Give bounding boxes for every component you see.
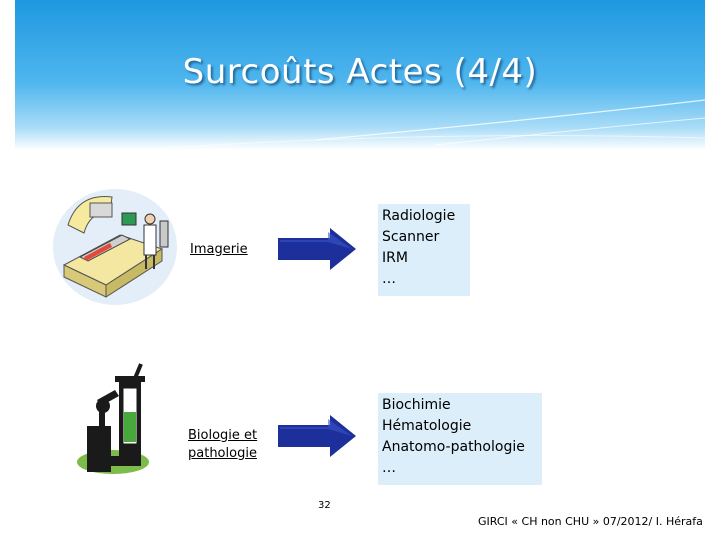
list-item: Radiologie [382, 208, 456, 224]
page-number: 32 [318, 500, 331, 511]
list-item: Scanner [382, 229, 440, 245]
row-label-imagerie: Imagerie [190, 242, 248, 257]
row-label-biologie: Biologie et pathologie [188, 427, 257, 463]
footer-text: GIRCI « CH non CHU » 07/2012/ I. Hérafa [478, 515, 703, 528]
list-item: IRM [382, 250, 408, 266]
radiology-scanner-clipart [53, 189, 177, 305]
list-item: Biochimie [382, 397, 451, 413]
imaging-list-box: Radiologie Scanner IRM … [378, 204, 470, 296]
list-item: … [382, 271, 396, 287]
list-item: Hématologie [382, 418, 472, 434]
slide-title: Surcoûts Actes (4/4) [182, 52, 538, 92]
header-banner [15, 0, 705, 150]
right-arrow-icon [278, 415, 356, 457]
row-label-line1: Biologie et [188, 428, 258, 443]
right-arrow-icon [278, 228, 356, 270]
lab-microscope-clipart [77, 363, 149, 474]
lab-list-box: Biochimie Hématologie Anatomo-pathologie… [378, 393, 542, 485]
list-item: Anatomo-pathologie [382, 439, 525, 455]
row-label-line2: pathologie [188, 446, 257, 461]
header-swoosh [164, 99, 705, 149]
list-item: … [382, 460, 396, 476]
